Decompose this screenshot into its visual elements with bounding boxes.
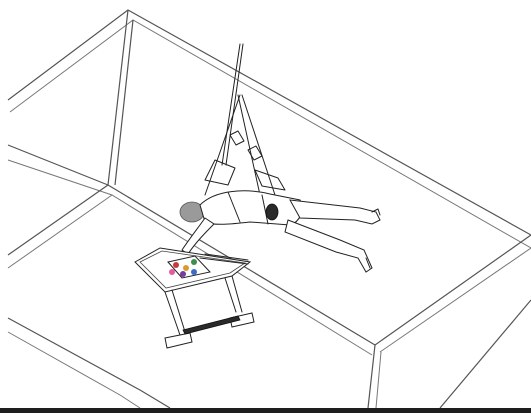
- drawing-easel: [135, 248, 254, 348]
- paint-dot: [169, 269, 175, 275]
- paint-dot: [173, 262, 179, 268]
- paint-dot: [191, 269, 197, 275]
- paint-dot: [183, 265, 189, 271]
- bottom-strip: [0, 408, 531, 413]
- suspension-straps: [205, 44, 285, 195]
- paint-dot: [180, 271, 186, 277]
- paint-dot: [191, 259, 197, 265]
